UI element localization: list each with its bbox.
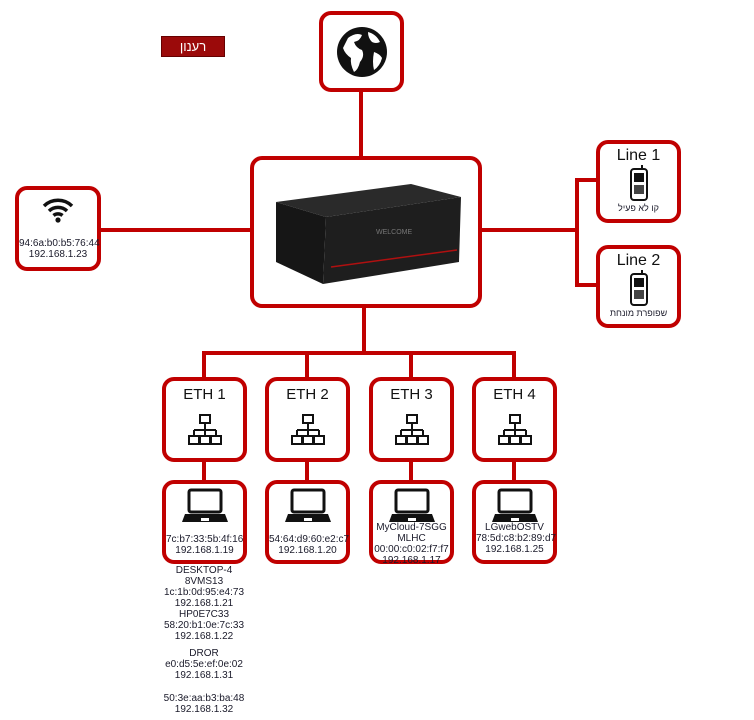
device-name: LGwebOSTV [485,522,544,533]
network-icon [497,414,532,445]
eth-label: ETH 2 [286,386,329,403]
router-screen-text: WELCOME [376,229,413,236]
device-name: DROR [189,648,219,659]
device-ip: 192.168.1.25 [485,544,544,555]
connector [409,459,413,482]
connector [512,351,516,379]
line-status: קו לא פעיל [618,203,659,213]
device-mac: 78:5d:c8:b2:89:d7 [476,533,557,544]
device-mac: 7c:b7:33:5b:4f:16 [166,534,244,545]
device-mac: 50:3e:aa:b3:ba:48 [163,693,245,704]
laptop-icon [491,488,538,522]
connector [98,228,252,232]
connector [575,283,598,287]
connector [202,351,516,355]
device-mac: 54:64:d9:60:e2:c7 [269,534,350,545]
eth-label: ETH 4 [493,386,536,403]
wifi-ip: 192.168.1.23 [28,249,88,260]
laptop-icon [181,488,228,522]
line-2-node[interactable]: Line 2 שפופרת מונחת [596,245,681,328]
phone-icon [629,270,648,306]
phone-icon [629,165,648,201]
connector [202,459,206,482]
laptop-icon [284,488,331,522]
eth-label: ETH 1 [183,386,226,403]
internet-node[interactable] [319,11,404,92]
connector [480,228,578,232]
device-name: HP0E7C33 [178,609,230,620]
device-ip: 192.168.1.21 [174,598,234,609]
wifi-node[interactable]: 94:6a:b0:b5:76:44 192.168.1.23 [15,186,101,271]
connector [575,178,598,182]
eth-2-node[interactable]: ETH 2 [265,377,350,462]
connector [202,351,206,379]
device-name: MyCloud-7SGGMLHC [376,522,447,544]
line-label: Line 2 [616,252,661,269]
device-ip: 192.168.1.22 [174,631,234,642]
device-ip: 192.168.1.31 [174,670,234,681]
wifi-mac: 94:6a:b0:b5:76:44 [19,238,100,249]
network-icon [187,414,222,445]
line-1-node[interactable]: Line 1 קו לא פעיל [596,140,681,223]
device-ip: 192.168.1.32 [174,704,234,715]
connector [575,178,579,286]
network-icon [394,414,429,445]
line-status: שפופרת מונחת [609,308,668,318]
line-label: Line 1 [616,147,661,164]
connector [359,89,363,158]
wifi-icon [42,198,74,223]
connector [362,306,366,353]
router-image: WELCOME [276,184,461,284]
device-name: DESKTOP-48VMS13 [175,565,233,587]
eth-label: ETH 3 [390,386,433,403]
eth-4-node[interactable]: ETH 4 [472,377,557,462]
eth-3-node[interactable]: ETH 3 [369,377,454,462]
globe-icon [336,27,387,77]
connector [305,459,309,482]
device-ip: 192.168.1.17 [382,555,441,566]
network-icon [290,414,325,445]
connector [512,459,516,482]
device-mac: 1c:1b:0d:95:e4:73 [163,587,245,598]
device-ip: 192.168.1.19 [175,545,234,556]
laptop-icon [388,488,435,522]
connector [409,351,413,379]
device-ip: 192.168.1.20 [278,545,337,556]
eth-1-node[interactable]: ETH 1 [162,377,247,462]
device-mac: e0:d5:5e:ef:0e:02 [165,659,243,670]
device-mac: 00:00:c0:02:f7:f7 [374,544,449,555]
router-node[interactable]: WELCOME [250,156,482,308]
device-mac: 58:20:b1:0e:7c:33 [163,620,245,631]
refresh-button[interactable]: רענון [161,36,225,57]
connector [305,351,309,379]
